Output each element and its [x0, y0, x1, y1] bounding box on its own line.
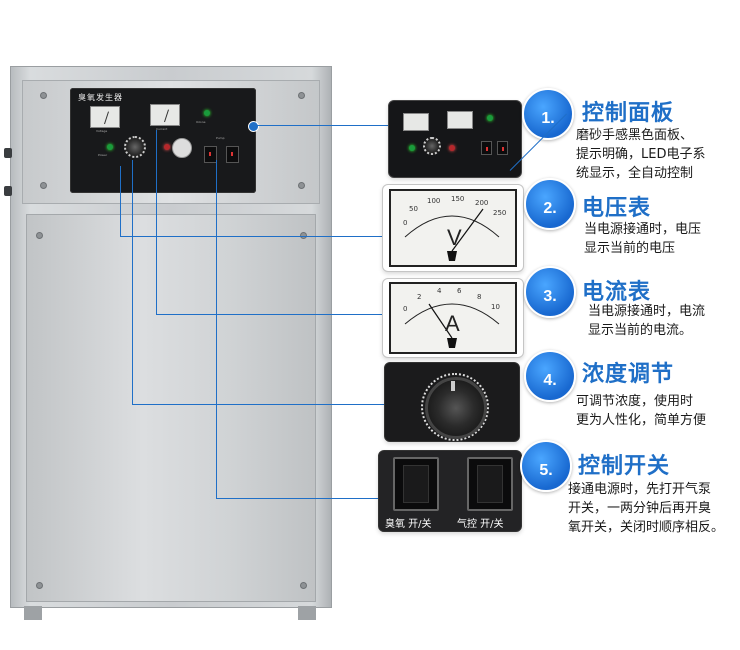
closeup-ozone-led	[449, 145, 455, 151]
ammeter-tick: 4	[437, 287, 442, 295]
ammeter-unit: A	[445, 311, 460, 336]
panel-label: Power	[98, 153, 108, 157]
connector-line	[120, 166, 121, 236]
screw	[300, 582, 307, 589]
panel-label: Voltage	[96, 129, 108, 133]
ozone-switch-small[interactable]	[204, 146, 217, 163]
control-panel-closeup	[388, 100, 522, 178]
ozone-power-switch[interactable]	[393, 457, 439, 511]
voltmeter-scale-arc	[404, 208, 500, 261]
connector-line	[120, 236, 382, 237]
voltmeter-tick: 50	[409, 205, 418, 213]
ammeter-tick: 8	[477, 293, 482, 301]
power-led	[107, 144, 113, 150]
screw	[298, 182, 305, 189]
screw	[36, 582, 43, 589]
control-switches-closeup: 臭氧 开/关 气控 开/关	[378, 450, 522, 532]
concentration-knob-closeup	[384, 362, 520, 442]
mini-ammeter	[150, 104, 180, 126]
panel-label: Current	[156, 127, 168, 131]
voltmeter-unit: V	[447, 225, 462, 250]
closeup-led	[487, 115, 493, 121]
voltmeter-tick: 250	[493, 209, 507, 217]
knob-pointer	[451, 381, 455, 391]
closeup-voltmeter	[403, 113, 429, 131]
connector-line	[216, 160, 217, 498]
callout-title-1: 控制面板	[582, 101, 675, 126]
connector-line	[216, 498, 382, 499]
ammeter-tick: 6	[457, 287, 462, 295]
closeup-switch	[481, 141, 492, 155]
cabinet-leg	[298, 606, 316, 620]
callout-description-4: 可调节浓度，使用时 更为人性化，简单方便	[576, 394, 707, 428]
callout-description-3: 当电源接通时，电流 显示当前的电流。	[588, 304, 706, 338]
callout-title-4: 浓度调节	[582, 362, 675, 387]
panel-title: 臭氧发生器	[78, 93, 123, 102]
closeup-switch	[497, 141, 508, 155]
connector-line	[256, 125, 388, 126]
callout-number-4: 4.	[524, 350, 576, 402]
pump-power-switch[interactable]	[467, 457, 513, 511]
callout-number-5: 5.	[520, 440, 572, 492]
ammeter-tick: 2	[417, 293, 422, 301]
callout-title-2: 电压表	[582, 196, 652, 221]
cabinet-door	[26, 214, 316, 602]
concentration-knob-small[interactable]	[124, 136, 146, 158]
ammeter-tick: 0	[403, 305, 408, 313]
pump-switch-small[interactable]	[226, 146, 239, 163]
voltmeter-tick: 0	[403, 219, 408, 227]
callout-description-2: 当电源接通时，电压 显示当前的电压	[584, 222, 702, 256]
door-hinge	[4, 148, 12, 158]
closeup-knob	[423, 137, 441, 155]
callout-number-1: 1.	[522, 88, 574, 140]
callout-number-3: 3.	[524, 266, 576, 318]
callout-description-1: 磨砂手感黑色面板、 提示明确，LED电子系 统显示，全自动控制	[576, 128, 706, 181]
connector-line	[156, 130, 157, 314]
callout-title-5: 控制开关	[578, 454, 671, 479]
concentration-knob[interactable]	[425, 377, 487, 439]
pump-switch-label: 气控 开/关	[457, 519, 504, 530]
screw	[40, 92, 47, 99]
panel-label: Ozone	[196, 120, 206, 124]
screw	[298, 92, 305, 99]
voltmeter-tick: 200	[475, 199, 489, 207]
connector-line	[156, 314, 382, 315]
door-hinge	[4, 186, 12, 196]
panel-label: Pump	[216, 136, 225, 140]
ammeter-closeup: 0 2 4 6 8 10 A	[382, 278, 524, 358]
ammeter-tick: 10	[491, 303, 500, 311]
ozone-switch-label: 臭氧 开/关	[385, 519, 432, 530]
mini-voltmeter	[90, 106, 120, 128]
voltmeter-tick: 150	[451, 195, 465, 203]
voltmeter-closeup: 0 50 100 150 200 250 V	[382, 184, 524, 272]
connector-line	[132, 160, 133, 404]
callout-title-3: 电流表	[582, 280, 652, 305]
voltmeter-tick: 100	[427, 197, 441, 205]
callout-number-2: 2.	[524, 178, 576, 230]
status-led	[204, 110, 210, 116]
ammeter-scale-arc	[404, 303, 500, 348]
closeup-power-led	[409, 145, 415, 151]
screw	[36, 232, 43, 239]
brand-logo	[172, 138, 192, 158]
connector-dot	[248, 121, 259, 132]
cabinet-leg	[24, 606, 42, 620]
ozone-led	[164, 144, 170, 150]
screw	[40, 182, 47, 189]
connector-line	[132, 404, 384, 405]
screw	[300, 232, 307, 239]
callout-description-5: 接通电源时，先打开气泵 开关，一两分钟后再开臭 氧开关，关闭时顺序相反。	[568, 482, 725, 535]
knob-dial-ring	[421, 373, 489, 441]
closeup-ammeter	[447, 111, 473, 129]
